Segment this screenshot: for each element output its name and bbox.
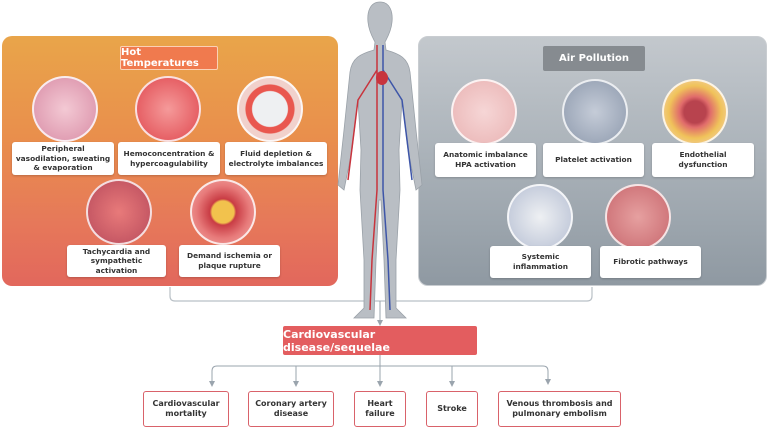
outcome-venous-thrombosis: Venous thrombosis and pulmonary embolism (498, 391, 621, 427)
blood-vessel-icon (662, 79, 728, 145)
air-pollution-panel: Air Pollution Anatomic imbalance HPA act… (418, 36, 767, 286)
heart-icon (86, 179, 152, 245)
hot-temperatures-panel: Hot Temperatures Peripheral vasodilation… (2, 36, 338, 286)
hot-item-label: Demand ischemia or plaque rupture (179, 245, 280, 277)
air-item-label: Platelet activation (543, 143, 644, 177)
immune-cells-icon (507, 184, 573, 250)
outcome-stroke: Stroke (426, 391, 478, 427)
outcome-cardiovascular-mortality: Cardiovascular mortality (143, 391, 229, 427)
artery-plaque-icon (190, 179, 256, 245)
blood-cells-icon (135, 76, 201, 142)
no-water-icon (237, 76, 303, 142)
hot-item-label: Fluid depletion & electrolyte imbalances (225, 142, 327, 175)
air-item-label: Endothelial dysfunction (652, 143, 754, 177)
cardiovascular-disease-box: Cardiovascular disease/sequelae (283, 326, 477, 355)
panel-title: Hot Temperatures (120, 46, 218, 70)
panel-title: Air Pollution (543, 46, 645, 71)
air-item-label: Fibrotic pathways (600, 246, 701, 278)
hot-item-label: Tachycardia and sympathetic activation (67, 245, 166, 277)
skin-cross-section-icon (32, 76, 98, 142)
outcome-heart-failure: Heart failure (354, 391, 406, 427)
hot-item-label: Peripheral vasodilation, sweating & evap… (12, 142, 114, 175)
outcome-coronary-artery-disease: Coronary artery disease (248, 391, 334, 427)
air-item-label: Anatomic imbalance HPA activation (435, 143, 536, 177)
air-item-label: Systemic inflammation (490, 246, 591, 278)
hot-item-label: Hemoconcentration & hypercoagulability (118, 142, 220, 175)
human-body-figure (337, 1, 423, 319)
platelet-icon (562, 79, 628, 145)
brain-icon (451, 79, 517, 145)
fibrotic-tissue-icon (605, 184, 671, 250)
